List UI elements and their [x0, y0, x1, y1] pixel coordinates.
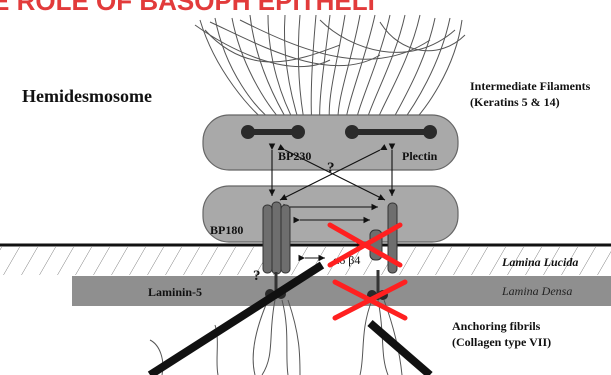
lamina-densa-label: Lamina Densa: [501, 284, 572, 298]
intermediate-filaments: [195, 15, 465, 125]
laminin5-label: Laminin-5: [148, 285, 202, 299]
anchoring-fibrils-label: Anchoring fibrils: [452, 319, 541, 333]
header-banner: E ROLE OF BASOPH EPITHELI: [0, 0, 375, 16]
anchoring-fibrils: [150, 300, 402, 375]
plectin-label: Plectin: [402, 149, 438, 163]
collagen-label: (Collagen type VII): [452, 335, 551, 349]
intermediate-filaments-label: Intermediate Filaments: [470, 79, 591, 93]
keratins-label: (Keratins 5 & 14): [470, 95, 560, 109]
diagram-title: Hemidesmosome: [22, 86, 152, 106]
lamina-lucida-label: Lamina Lucida: [501, 255, 578, 269]
question-mark-lower: ?: [253, 268, 261, 284]
bp180-label: BP180: [210, 223, 243, 237]
pointer-line-right: [370, 323, 430, 375]
